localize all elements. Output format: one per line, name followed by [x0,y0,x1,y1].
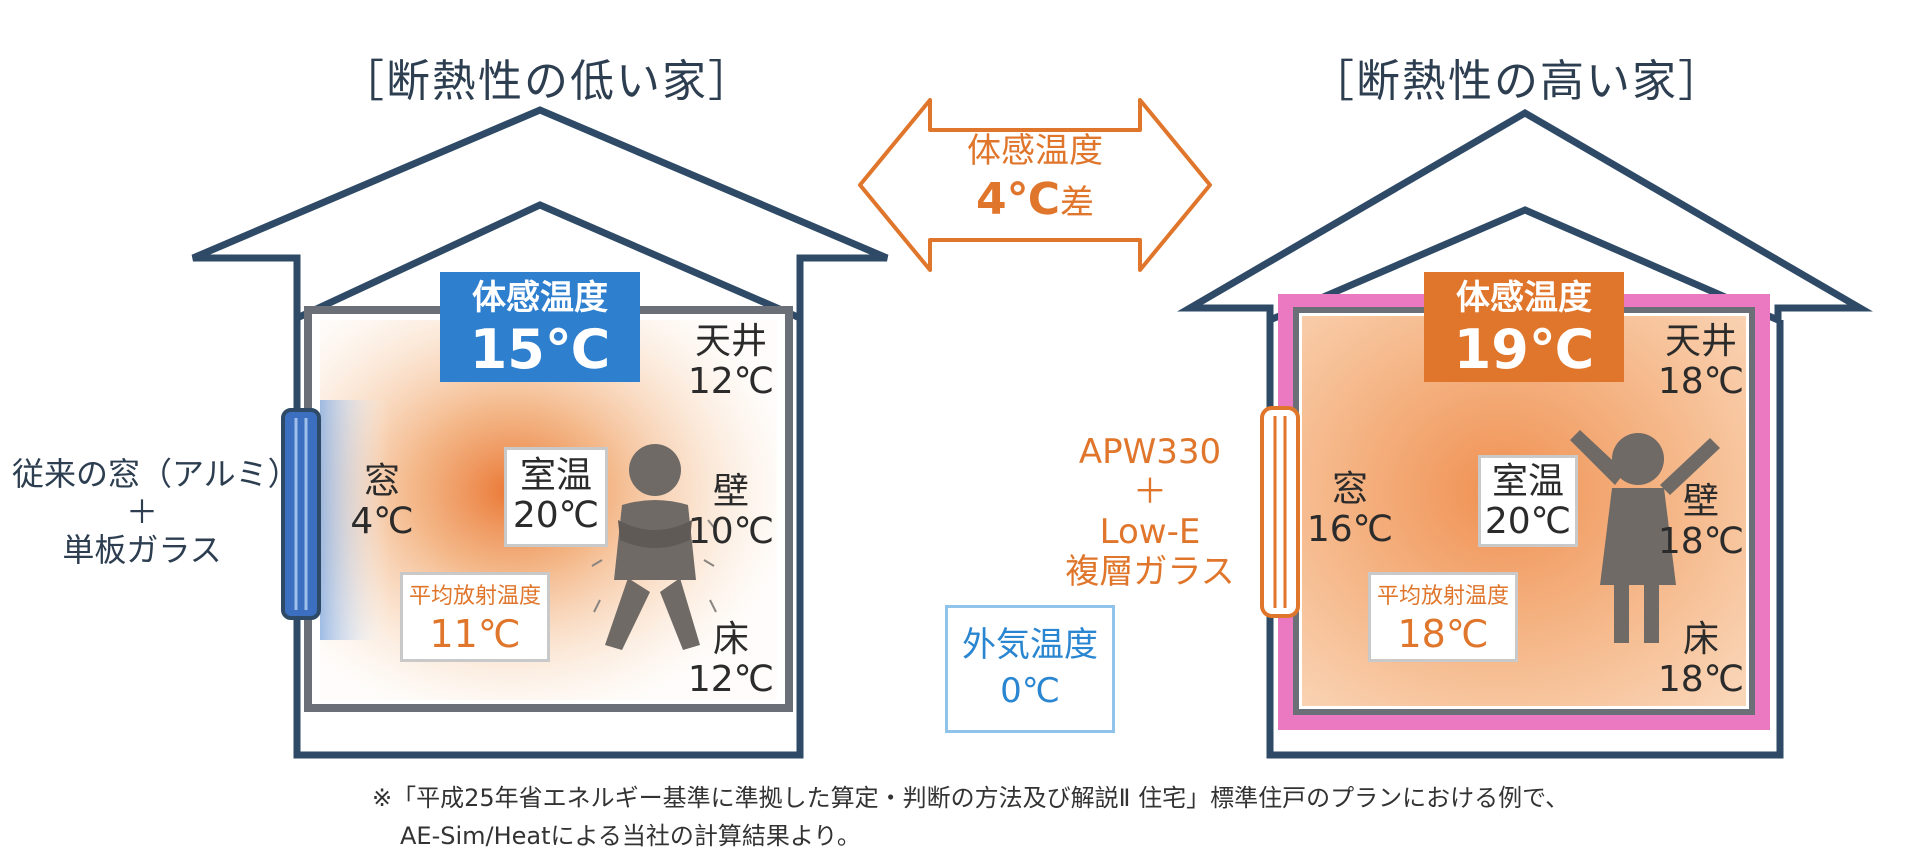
right-window-value: 16℃ [1306,509,1394,550]
right-window-type-line1: APW330 [1078,432,1222,472]
left-felt-value: 15℃ [469,318,611,381]
right-radiant-value: 18℃ [1397,612,1489,656]
left-cold-draft [320,400,390,640]
left-felt-temp-badge: 体感温度 15℃ [440,272,640,382]
left-floor-value: 12℃ [687,659,775,700]
left-radiant-value: 11℃ [429,612,521,656]
left-radiant-label: 平均放射温度 [408,584,541,609]
left-window-value: 4℃ [350,501,414,542]
left-house-title: ［断熱性の低い家］ [340,56,754,107]
right-room-value: 20℃ [1484,501,1572,542]
left-window-type-plus: ＋ [125,493,158,531]
left-room-temp-box: 室温 20℃ [504,447,608,547]
shivering-person-icon [587,444,717,650]
right-window-frame [1260,406,1300,618]
left-ceiling: 天井 12℃ [686,322,776,402]
outside-temp-box: 外気温度 0℃ [945,605,1115,733]
right-floor: 床 18℃ [1656,620,1746,700]
right-room-temp-box: 室温 20℃ [1478,455,1578,547]
right-window-type-line2: Low-E [1099,512,1201,552]
left-room-label: 室温 [519,455,592,496]
right-floor-label: 床 [1682,619,1719,660]
right-window-temp: 窓 16℃ [1305,470,1395,550]
right-window-type-line3: 複層ガラス [1065,552,1235,592]
left-wall-value: 10℃ [687,511,775,552]
left-wall-label: 壁 [712,471,749,512]
left-ceiling-label: 天井 [694,321,767,362]
left-felt-label: 体感温度 [472,278,608,318]
left-room-value: 20℃ [512,495,600,536]
right-window-type-plus: ＋ [1133,472,1167,512]
double-arrow [858,98,1212,272]
right-ceiling: 天井 18℃ [1656,322,1746,402]
cheering-person-icon [1570,430,1720,643]
right-room-label: 室温 [1491,461,1564,502]
left-window-type-line1: 従来の窓（アルミ） [12,455,300,493]
left-ceiling-value: 12℃ [687,361,775,402]
left-window-type-line2: 単板ガラス [62,531,222,569]
right-radiant-temp-box: 平均放射温度 18℃ [1368,572,1518,662]
comparison-label: 体感温度 4℃差 [930,130,1140,231]
right-felt-label: 体感温度 [1456,278,1592,318]
right-wall-label: 壁 [1682,481,1719,522]
left-window-type: 従来の窓（アルミ） ＋ 単板ガラス [12,455,300,569]
right-house-title: ［断熱性の高い家］ [1310,56,1724,107]
comparison-value: 4℃ [976,174,1060,225]
right-floor-value: 18℃ [1657,659,1745,700]
left-floor-label: 床 [712,619,749,660]
outside-label: 外気温度 [962,625,1098,665]
outside-value: 0℃ [1000,671,1060,711]
right-window-type: APW330 ＋ Low-E 複層ガラス [1050,432,1250,592]
left-window-frame [281,408,321,620]
right-ceiling-label: 天井 [1664,321,1737,362]
right-window-label: 窓 [1331,469,1368,510]
right-wall: 壁 18℃ [1656,482,1746,562]
right-radiant-label: 平均放射温度 [1376,584,1509,609]
right-ceiling-value: 18℃ [1657,361,1745,402]
left-window-temp: 窓 4℃ [342,462,422,542]
left-floor: 床 12℃ [686,620,776,700]
left-wall: 壁 10℃ [686,472,776,552]
comparison-value-line: 4℃差 [930,172,1140,231]
comparison-title: 体感温度 [967,131,1103,171]
comparison-suffix: 差 [1059,183,1094,223]
right-felt-temp-badge: 体感温度 19℃ [1424,272,1624,382]
left-radiant-temp-box: 平均放射温度 11℃ [400,572,550,662]
right-house [1177,108,1873,759]
right-wall-value: 18℃ [1657,521,1745,562]
footnote-line2: AE-Sim/Heatによる当社の計算結果より。 [400,822,861,850]
footnote-line1: ※「平成25年省エネルギー基準に準拠した算定・判断の方法及び解説Ⅱ 住宅」標準住… [372,784,1570,812]
left-window-label: 窓 [363,461,400,502]
right-felt-value: 19℃ [1453,318,1595,381]
